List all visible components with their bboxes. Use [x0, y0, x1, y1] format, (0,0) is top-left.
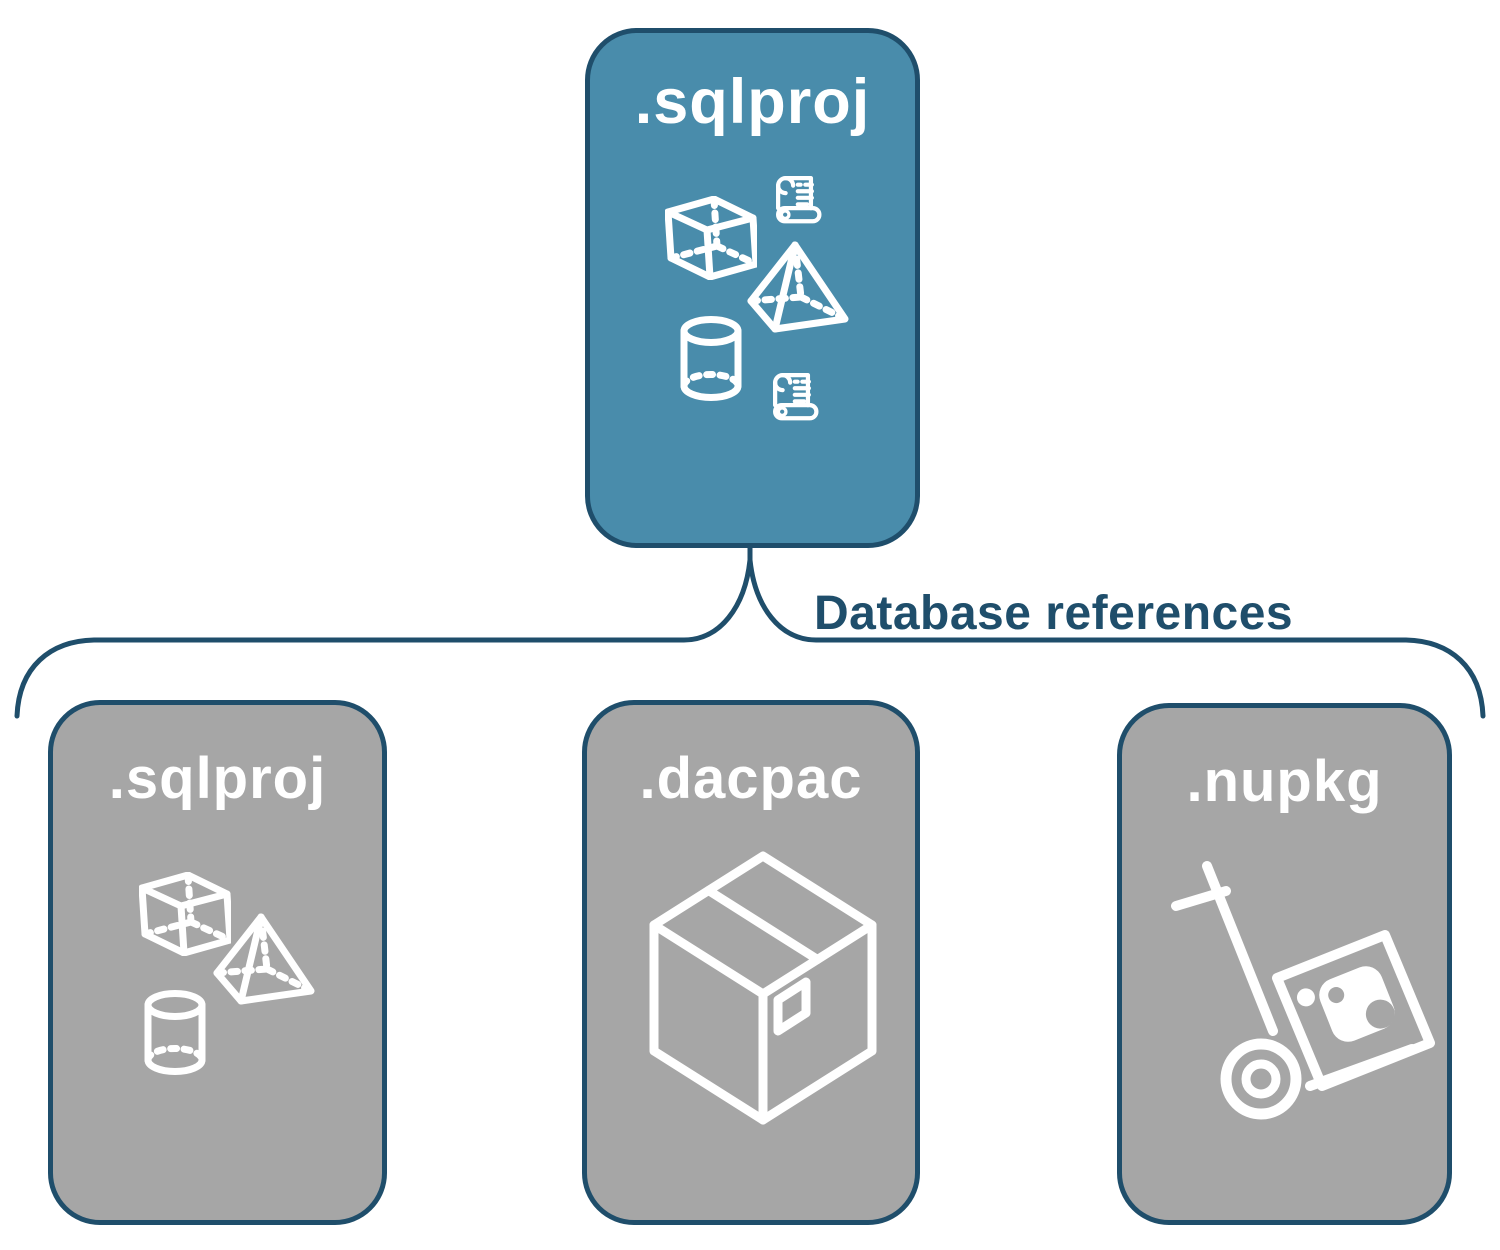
cube-icon: [139, 872, 231, 956]
pyramid-icon: [213, 913, 315, 1005]
node-title: .nupkg: [1186, 749, 1383, 814]
node-title: .sqlproj: [108, 746, 327, 811]
pyramid-icon: [747, 241, 849, 333]
node-title: .sqlproj: [634, 67, 871, 137]
cylinder-icon: [144, 990, 206, 1075]
nuget-logo: [1296, 966, 1395, 1042]
package-box-icon: [649, 851, 877, 1125]
scroll-icon: [773, 373, 819, 421]
package-outline: [1272, 930, 1435, 1091]
node-title: .dacpac: [639, 746, 863, 811]
cube-icon: [665, 196, 757, 280]
hand-truck-rail: [1202, 861, 1278, 1036]
node-dacpac-reference: .dacpac: [582, 700, 920, 1225]
scroll-icon: [776, 176, 822, 224]
node-sqlproj-reference: .sqlproj: [48, 700, 387, 1225]
node-nupkg-reference: .nupkg: [1117, 703, 1452, 1225]
nuget-hand-truck-icon: [1171, 861, 1435, 1120]
cylinder-icon: [680, 316, 742, 401]
database-references-label: Database references: [814, 587, 1294, 640]
hand-truck-wheel: [1220, 1038, 1302, 1120]
node-sqlproj-main: .sqlproj: [585, 28, 920, 548]
curly-brace: [14, 559, 1486, 719]
